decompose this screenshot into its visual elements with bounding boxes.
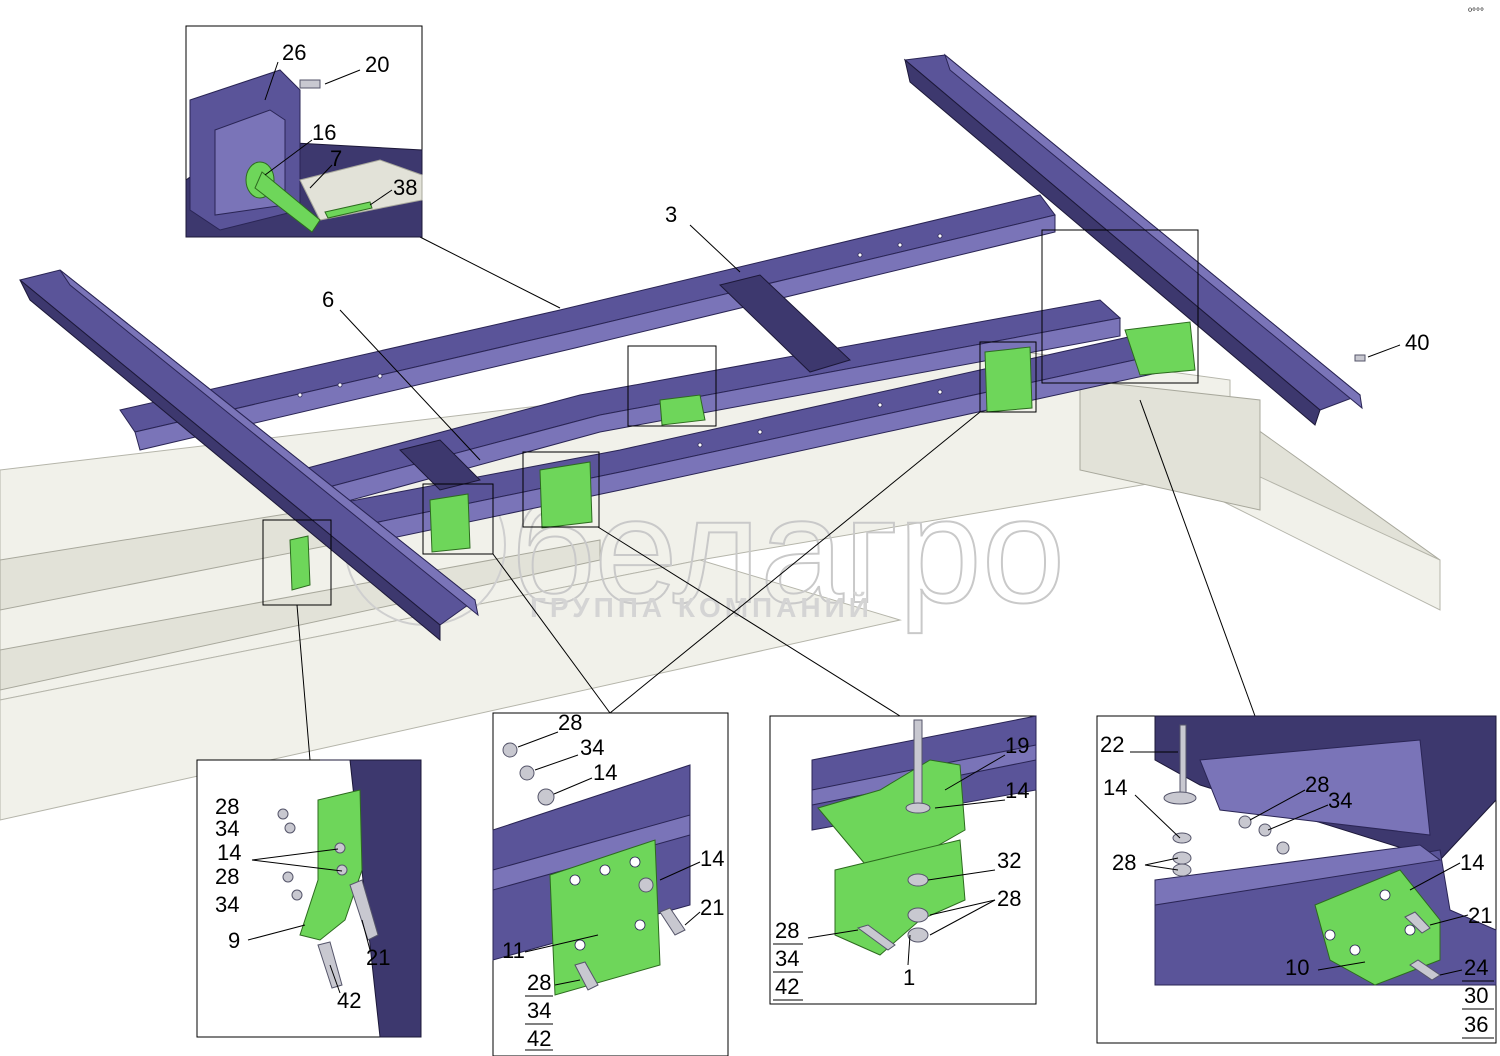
watermark-subtitle: ГРУППА КОМПАНИЙ: [530, 591, 873, 623]
inset-left: 28 34 14 28 34 9 21 42: [196, 759, 422, 1038]
callout-9: 9: [228, 928, 240, 953]
callout-28r-center: 28: [997, 886, 1021, 911]
callout-34s-center: 34: [775, 946, 799, 971]
leader-lines: [296, 224, 1401, 761]
callout-42s-center: 42: [775, 974, 799, 999]
inset-top: 26 20 16 7 38: [185, 25, 423, 238]
callout-42s-mid: 42: [527, 1026, 551, 1051]
callout-28-right: 28: [1305, 772, 1329, 797]
callout-14b-mid: 14: [700, 846, 724, 871]
callout-28-mid: 28: [558, 710, 582, 735]
callout-28b-right: 28: [1112, 850, 1136, 875]
callout-6: 6: [322, 287, 334, 312]
callout-34-mid: 34: [580, 735, 604, 760]
inset-right: 22 14 28 34 28 14 21 10 24 30 36: [1096, 715, 1497, 1044]
callout-24: 24: [1464, 955, 1488, 980]
detail-markers: [262, 229, 1199, 606]
callout-34-right: 34: [1328, 788, 1352, 813]
callout-28a: 28: [215, 794, 239, 819]
callout-32: 32: [997, 848, 1021, 873]
inset-mid: 28 34 14 14 21 11 28 34 42: [492, 710, 729, 1056]
callout-40: 40: [1405, 330, 1429, 355]
callout-19: 19: [1005, 733, 1029, 758]
callout-28s-mid: 28: [527, 970, 551, 995]
callout-14: 14: [217, 840, 241, 865]
callout-1: 1: [903, 965, 915, 990]
chassis-frame: [0, 349, 1441, 821]
callout-22: 22: [1100, 732, 1124, 757]
callout-34s-mid: 34: [527, 998, 551, 1023]
callout-20: 20: [365, 52, 389, 77]
callout-26: 26: [282, 40, 306, 65]
callout-14a-mid: 14: [593, 760, 617, 785]
callout-14-center: 14: [1005, 778, 1029, 803]
corner-mark: ⁰°°°: [1468, 7, 1484, 18]
inset-center: 19 14 32 28 28 34 42 1: [769, 715, 1037, 1005]
callout-11: 11: [502, 938, 525, 963]
callout-21: 21: [366, 945, 390, 970]
callout-34a: 34: [215, 816, 239, 841]
callout-16: 16: [312, 120, 336, 145]
callout-38: 38: [393, 175, 417, 200]
callout-28b: 28: [215, 864, 239, 889]
callout-34b: 34: [215, 892, 239, 917]
callout-14b-right: 14: [1460, 850, 1484, 875]
subframe-assembly: [18, 53, 1366, 642]
callout-36: 36: [1464, 1012, 1488, 1037]
callout-21-right: 21: [1468, 903, 1492, 928]
callout-42: 42: [337, 988, 361, 1013]
callout-21-mid: 21: [700, 895, 724, 920]
callout-7: 7: [330, 146, 342, 171]
callout-10: 10: [1285, 955, 1309, 980]
callout-28s-center: 28: [775, 918, 799, 943]
callout-14-right: 14: [1103, 775, 1127, 800]
callout-3: 3: [665, 202, 677, 227]
callout-30: 30: [1464, 983, 1488, 1008]
